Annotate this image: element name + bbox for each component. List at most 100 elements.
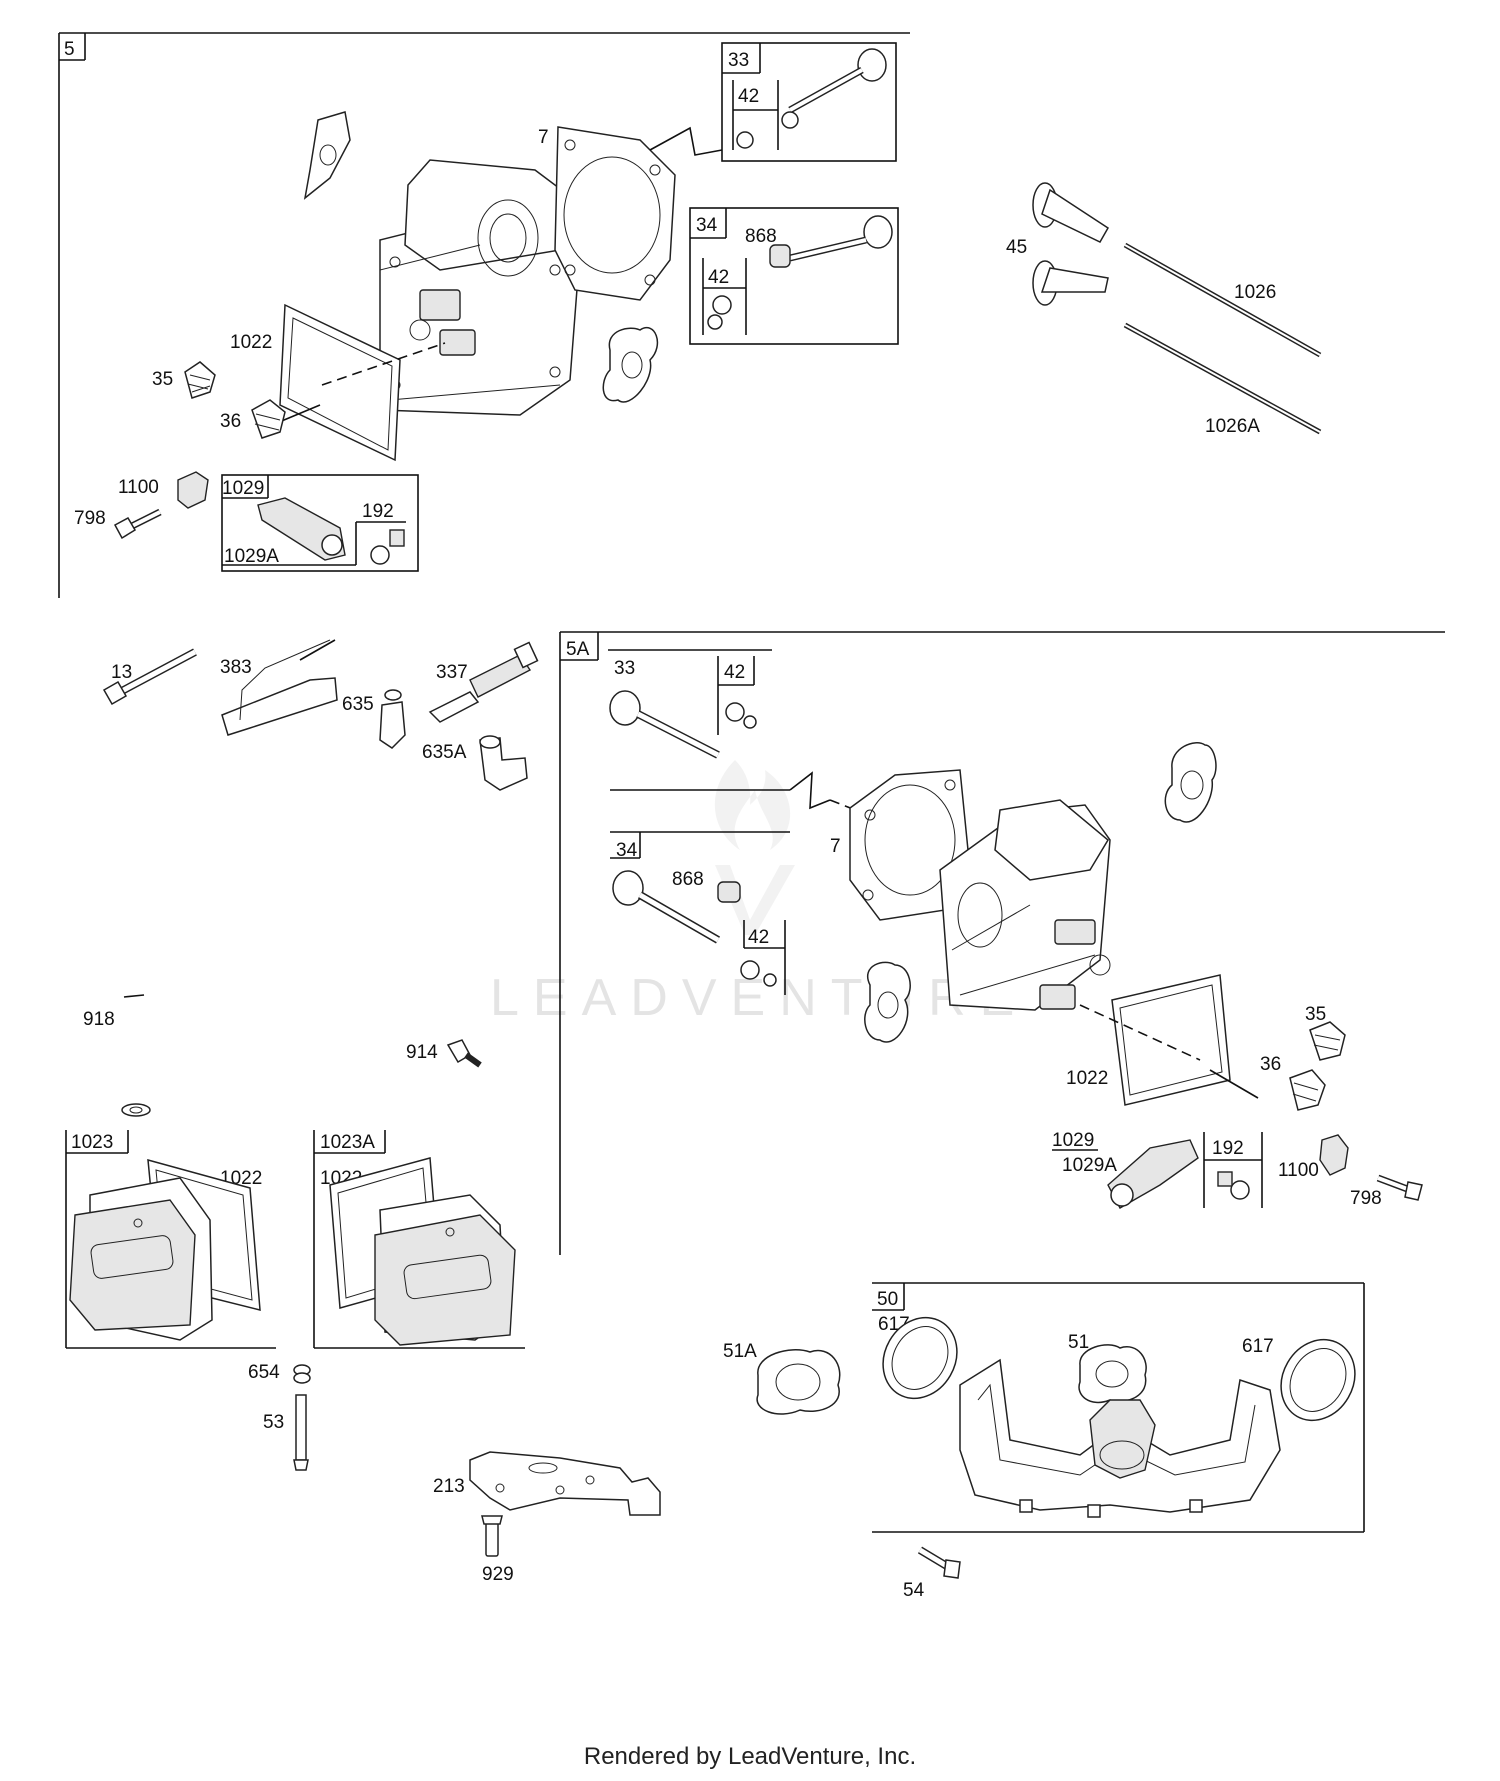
box-label: 1029: [1052, 1130, 1094, 1151]
spark-plug-boot-part: [379, 689, 406, 749]
spark-plug-part: [428, 641, 539, 723]
box-label: 617: [1242, 1336, 1274, 1357]
box-label: 868: [672, 869, 704, 890]
valve-exhaust-box: [721, 42, 897, 162]
group-5A-frame: [559, 631, 1445, 1255]
part-number: 635A: [422, 742, 467, 763]
part-number: 1100: [1278, 1160, 1319, 1181]
washer-part: [293, 1364, 311, 1384]
part-number: 7: [830, 836, 841, 857]
rocker-arm-part: [257, 497, 405, 565]
part-number: 53: [263, 1412, 284, 1433]
part-number: 918: [83, 1009, 115, 1030]
valve-part: [612, 870, 777, 987]
valve-part: [736, 48, 887, 149]
intake-gasket: [864, 961, 911, 1043]
pushrod-part: [1032, 182, 1322, 435]
part-number: 35: [1305, 1004, 1326, 1025]
rocker-cover-part: [329, 1157, 516, 1346]
part-number: 1022: [230, 332, 272, 353]
box-label: 192: [1212, 1138, 1244, 1159]
valve-part: [707, 215, 893, 330]
box-label: 33: [614, 658, 635, 679]
box-label: 50: [877, 1289, 898, 1310]
bolt-part: [917, 1546, 961, 1579]
valve-part: [609, 690, 757, 759]
spring-part: [184, 361, 216, 399]
rocker-cover-box: [313, 1130, 525, 1349]
box-label: 1029A: [224, 546, 279, 567]
box-label: 34: [696, 215, 718, 236]
rocker-cover-box: [65, 1130, 276, 1349]
box-label: 1029A: [1062, 1155, 1117, 1176]
bolt-part: [113, 508, 162, 540]
intake-gasket: [756, 1349, 841, 1415]
intake-manifold-part: [959, 1358, 1281, 1518]
part-number: 337: [436, 662, 468, 683]
group-label: 5A: [566, 639, 590, 660]
box-label: 42: [738, 86, 759, 107]
spark-plug-boot-part: [479, 735, 528, 791]
stud-part: [293, 1394, 309, 1471]
part-number: 213: [433, 1476, 465, 1497]
part-number: 1026: [1234, 282, 1276, 303]
part-number: 1100: [118, 477, 159, 498]
breather-tube-part: [221, 639, 338, 736]
clamp-part: [882, 1316, 1356, 1422]
rocker-cover-gasket: [1111, 974, 1231, 1106]
box-label: 868: [745, 226, 777, 247]
cylinder-head: [939, 799, 1111, 1011]
box-label: 1023A: [320, 1132, 375, 1153]
box-label: 1023: [71, 1132, 113, 1153]
rocker-cover-gasket: [279, 303, 401, 462]
spring-part: [1289, 1069, 1326, 1111]
box-label: 51: [1068, 1332, 1089, 1353]
part-number: 51A: [723, 1341, 757, 1362]
part-number: 36: [1260, 1054, 1281, 1075]
bolt-part: [481, 1515, 503, 1557]
footer-credit: Rendered by LeadVenture, Inc.: [583, 1743, 917, 1770]
part-number: 7: [538, 127, 549, 148]
spring-part: [251, 399, 286, 439]
exhaust-gasket: [602, 327, 659, 403]
part-number: 54: [903, 1580, 925, 1601]
rocker-arm-part: [1107, 1134, 1423, 1209]
box-label: 42: [748, 927, 769, 948]
screw-part: [446, 1039, 482, 1068]
part-number: 1022: [1066, 1068, 1108, 1089]
valve-intake-box: [689, 207, 899, 345]
part-number: 798: [74, 508, 106, 529]
box-label: 34: [616, 840, 638, 861]
part-number: 383: [220, 657, 252, 678]
rocker-arm-box: [221, 474, 419, 572]
bolt-part: [102, 648, 197, 706]
guide-part: [177, 471, 209, 509]
box-label: 1029: [222, 478, 264, 499]
part-number: 635: [342, 694, 374, 715]
manifold-gasket: [1078, 1344, 1147, 1404]
group-label: 5: [64, 39, 75, 60]
part-number: 1026A: [1205, 416, 1260, 437]
head-gasket: [554, 126, 676, 301]
bracket-part: [469, 1451, 661, 1516]
manifold-box: [872, 1282, 1365, 1533]
part-number: 914: [406, 1042, 438, 1063]
box-label: 42: [708, 267, 729, 288]
watermark-logo: [714, 760, 795, 935]
rocker-arm-box: [1052, 1132, 1263, 1208]
part-number: 45: [1006, 237, 1027, 258]
box-label: 192: [362, 501, 394, 522]
part-number: 654: [248, 1362, 280, 1383]
box-label: 42: [724, 662, 745, 683]
part-number: 929: [482, 1564, 514, 1585]
grommet-part: [121, 1103, 151, 1117]
part-number: 36: [220, 411, 241, 432]
part-number: 13: [111, 662, 132, 683]
part-number: 798: [1350, 1188, 1382, 1209]
group-5-frame: [58, 32, 910, 598]
exhaust-gasket: [1164, 742, 1217, 823]
rocker-cover-part: [69, 1158, 261, 1341]
part-number: 35: [152, 369, 173, 390]
box-label: 33: [728, 50, 749, 71]
